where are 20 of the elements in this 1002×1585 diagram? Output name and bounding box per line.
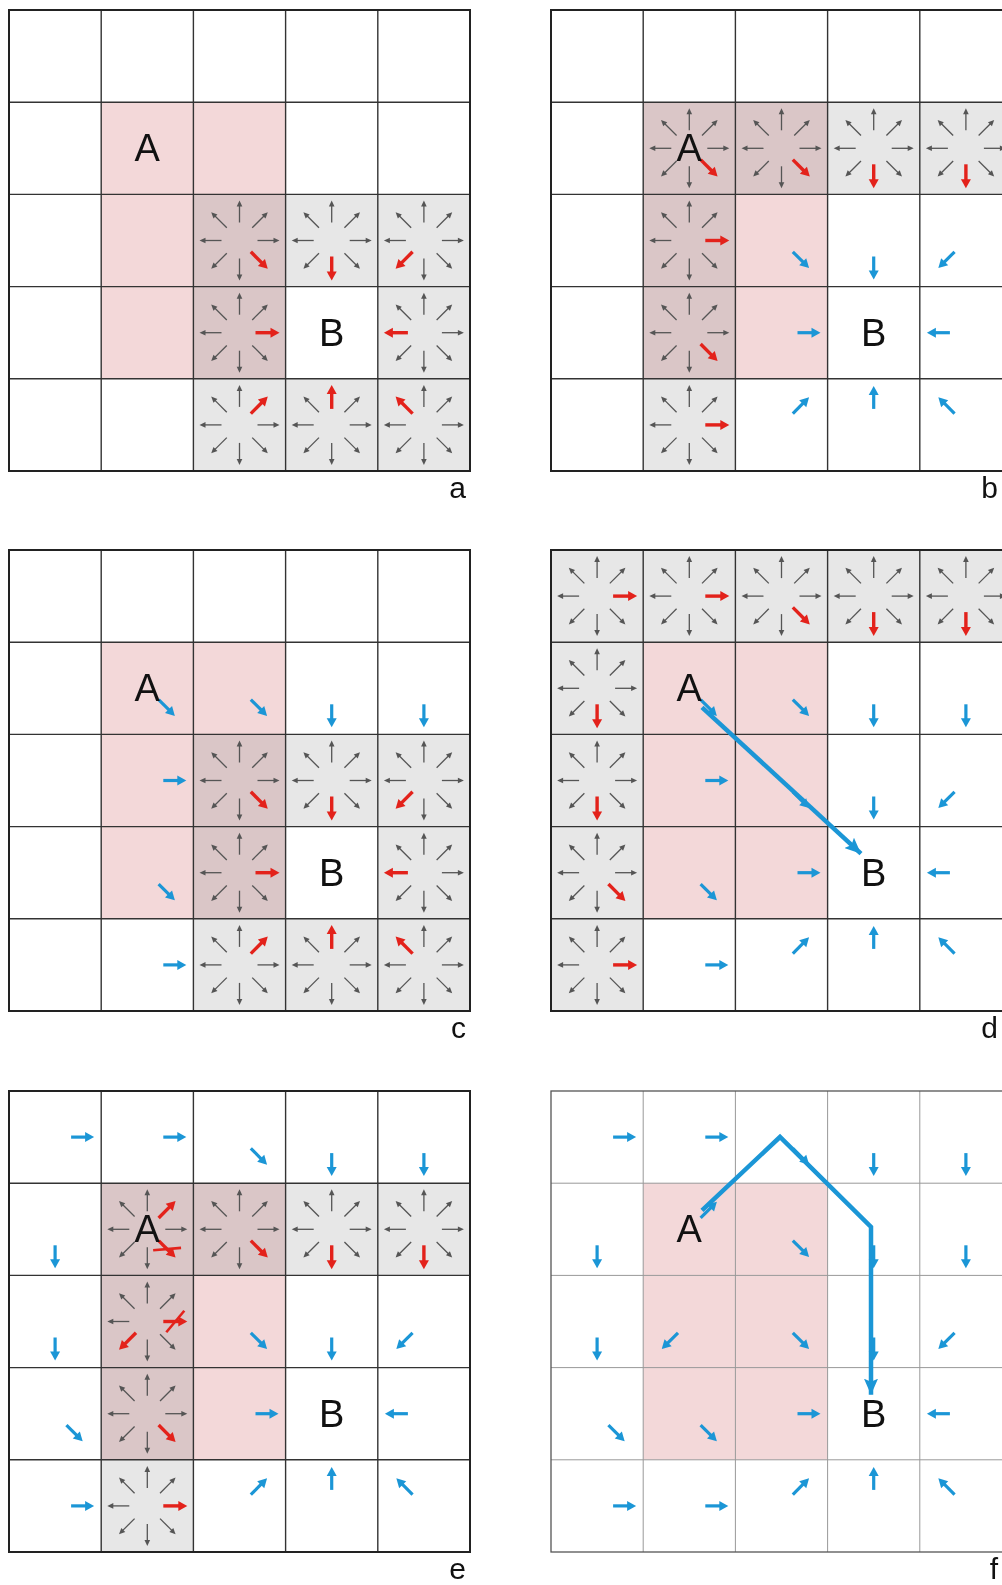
point-label: B xyxy=(319,1394,345,1433)
panel-label: e xyxy=(449,1556,466,1582)
point-label: A xyxy=(134,129,160,168)
point-label: B xyxy=(861,313,887,352)
point-label: B xyxy=(861,1394,887,1433)
path-arrow xyxy=(700,705,863,856)
point-label: A xyxy=(676,1210,702,1249)
point-label: B xyxy=(861,853,887,892)
point-label: A xyxy=(134,669,160,708)
point-label: A xyxy=(676,669,702,708)
point-label: B xyxy=(319,853,345,892)
path-arrow xyxy=(700,1133,878,1395)
panel-label: f xyxy=(989,1556,998,1582)
point-label: A xyxy=(676,129,702,168)
panel-label: d xyxy=(981,1015,998,1041)
panel-label: a xyxy=(449,475,466,501)
panel-label: c xyxy=(451,1015,466,1041)
point-label: A xyxy=(134,1210,160,1249)
panel-label: b xyxy=(981,475,998,501)
point-label: B xyxy=(319,313,345,352)
